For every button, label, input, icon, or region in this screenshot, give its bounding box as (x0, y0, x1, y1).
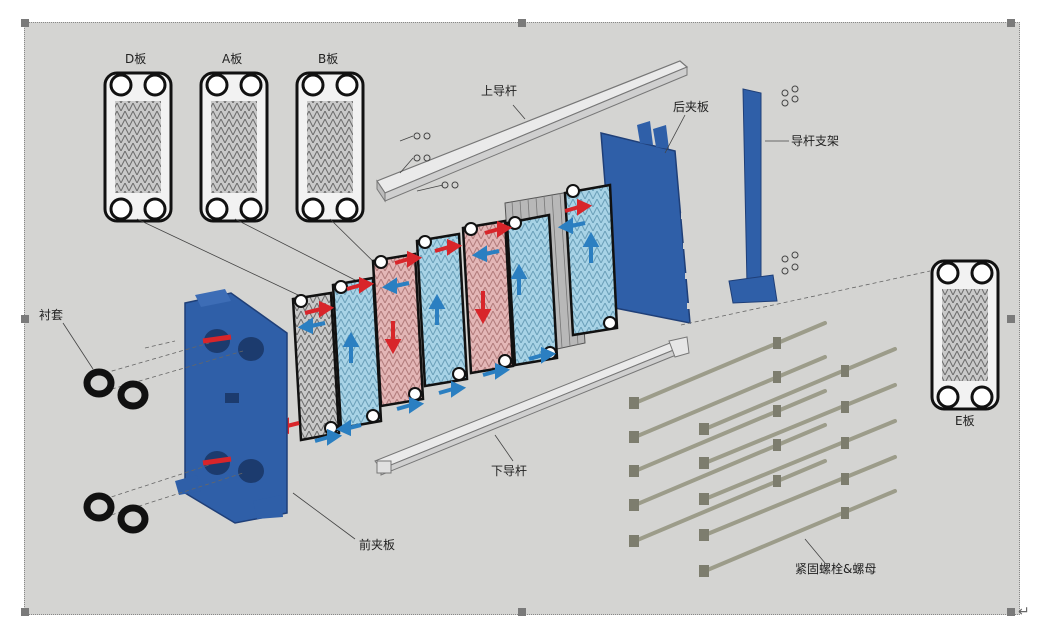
resize-handle-top-right[interactable] (1007, 19, 1015, 27)
rear-clamp-leader (664, 114, 686, 154)
guide-support (728, 85, 799, 304)
b-plate-sample (295, 71, 365, 223)
tie-bolt-nuts (629, 337, 849, 577)
b-plate-label: B板 (318, 52, 338, 66)
guide-support-label: 导杆支架 (791, 134, 839, 148)
lower-guide-label: 下导杆 (491, 464, 527, 478)
lower-guide-leader (494, 434, 514, 462)
bolts-leader (804, 538, 826, 564)
upper-guide-leader (512, 104, 526, 120)
resize-handle-top-center[interactable] (518, 19, 526, 27)
front-clamp-label: 前夹板 (359, 537, 395, 552)
plate-pack (273, 183, 619, 446)
upper-guide-label: 上导杆 (481, 84, 517, 98)
bolts-label: 紧固螺栓&螺母 (795, 561, 876, 576)
image-frame: D板 A板 B板 上导杆 (21, 19, 1020, 616)
lining-label: 衬套 (39, 308, 63, 322)
front-clamp-leader (292, 492, 356, 540)
e-plate-label: E板 (955, 414, 975, 428)
d-plate-sample (103, 71, 173, 223)
resize-handle-bottom-center[interactable] (518, 608, 526, 616)
lining-rings (83, 368, 149, 534)
resize-handle-bottom-left[interactable] (21, 608, 29, 616)
rear-clamp-plate (600, 121, 695, 324)
rear-clamp-label: 后夹板 (673, 100, 709, 114)
resize-handle-bottom-right[interactable] (1007, 608, 1015, 616)
resize-handle-top-left[interactable] (21, 19, 29, 27)
tie-bolts (633, 321, 897, 573)
plate-heat-exchanger-diagram: D板 A板 B板 上导杆 (39, 52, 1000, 577)
d-plate-label: D板 (125, 52, 146, 66)
resize-handle-middle-left[interactable] (21, 315, 29, 323)
lower-guide-rod (374, 336, 690, 476)
resize-handle-middle-right[interactable] (1007, 315, 1015, 323)
a-plate-label: A板 (222, 52, 242, 66)
front-clamp-plate (175, 289, 288, 524)
e-plate-sample (930, 259, 1000, 411)
paragraph-return-mark: ↵ (1018, 604, 1030, 620)
a-plate-sample (199, 71, 269, 223)
lining-leader (62, 322, 94, 370)
upper-guide-rod (376, 60, 689, 203)
